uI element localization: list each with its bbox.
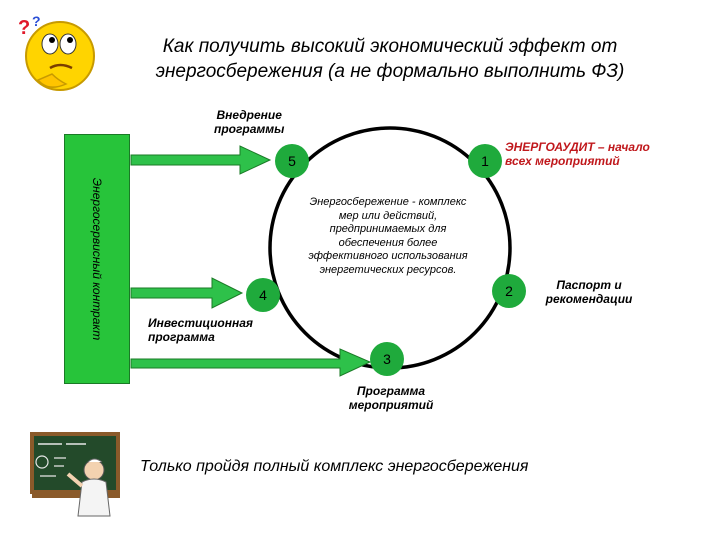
- svg-text:?: ?: [18, 17, 30, 39]
- label-measures-program: Программа мероприятий: [348, 384, 434, 412]
- label-investment-program: Инвестиционная программа: [148, 316, 253, 344]
- node-5: 5: [275, 144, 309, 178]
- bottom-caption: Только пройдя полный комплекс энергосбер…: [140, 458, 529, 475]
- arrow-measures: [130, 348, 372, 377]
- arrow-investment: [130, 277, 244, 309]
- arrow-introduction: [130, 145, 272, 175]
- teacher-chalkboard-icon: [30, 432, 120, 517]
- label-passport: Паспорт и рекомендации: [545, 278, 633, 306]
- node-2: 2: [492, 274, 526, 308]
- label-introduction: Внедрение программы: [214, 108, 285, 136]
- node-1: 1: [468, 144, 502, 178]
- page-title: Как получить высокий экономический эффек…: [95, 34, 685, 84]
- title-line-1: Как получить высокий экономический эффек…: [162, 36, 618, 57]
- node-3: 3: [370, 342, 404, 376]
- svg-text:?: ?: [32, 13, 41, 29]
- center-definition: Энергосбережение - комплекс мер или дейс…: [308, 196, 468, 276]
- contract-label: Энергосервисный контракт: [90, 177, 104, 341]
- node-4: 4: [246, 278, 280, 312]
- energy-service-contract-box: Энергосервисный контракт: [64, 134, 130, 384]
- thinking-smiley-icon: ? ?: [18, 13, 95, 91]
- label-energy-audit: ЭНЕРГОАУДИТ – начало всех мероприятий: [505, 140, 650, 168]
- title-line-2: энергосбережения (а не формально выполни…: [155, 61, 625, 82]
